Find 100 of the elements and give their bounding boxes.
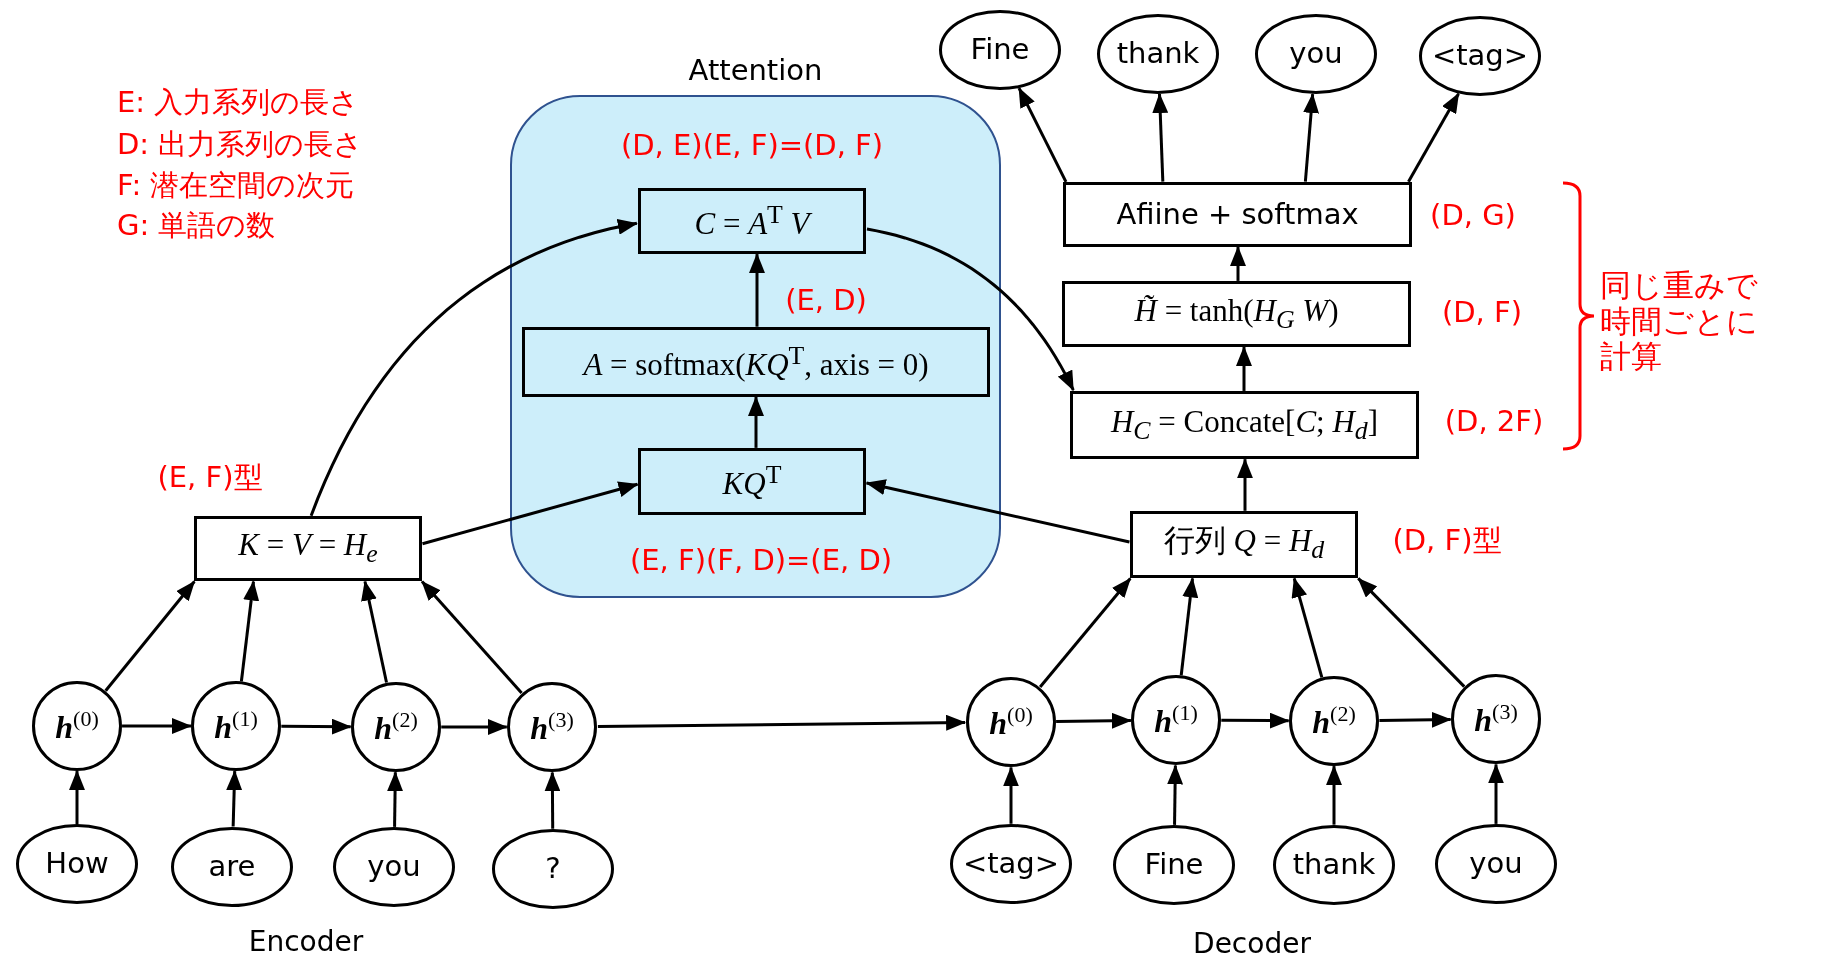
hidden-state-circle bbox=[32, 681, 122, 771]
word-label: How bbox=[45, 848, 109, 880]
state-label: h$^{(1)}$ bbox=[214, 707, 258, 745]
word-label: are bbox=[208, 851, 256, 883]
arrow bbox=[104, 580, 196, 692]
arrow bbox=[1291, 577, 1324, 678]
dimension-note: D: 出力系列の長さ bbox=[117, 128, 364, 162]
word-label: you bbox=[1289, 38, 1343, 70]
shape-annotation: (E, F)型 bbox=[157, 461, 263, 495]
hidden-state-circle bbox=[507, 682, 597, 772]
box-label: Afiine + softmax bbox=[1116, 198, 1359, 231]
arrow bbox=[597, 714, 967, 731]
box-label: H$_{C}$ = Concate[C; H$_{d}$] bbox=[1110, 404, 1379, 446]
word-ellipse bbox=[1273, 825, 1395, 905]
state-label: h$^{(3)}$ bbox=[530, 708, 574, 746]
word-ellipse bbox=[1435, 824, 1557, 904]
dimension-note: (E, F)(F, D)=(E, D) bbox=[629, 544, 893, 578]
word-ellipse bbox=[939, 10, 1061, 90]
word-label: thank bbox=[1292, 849, 1376, 881]
arrow bbox=[1056, 712, 1132, 729]
arrow bbox=[1179, 577, 1199, 676]
arrow bbox=[422, 481, 639, 546]
dimension-note: E: 入力系列の長さ bbox=[117, 86, 360, 120]
section-label: Encoder bbox=[248, 924, 364, 958]
word-label: <tag> bbox=[962, 848, 1060, 880]
arrow bbox=[281, 718, 352, 735]
formula-box bbox=[638, 448, 866, 515]
formula-box bbox=[1062, 281, 1411, 347]
hidden-state-circle bbox=[1451, 674, 1541, 764]
state-label: h$^{(0)}$ bbox=[989, 703, 1033, 741]
formula-box bbox=[638, 188, 866, 254]
state-label: h$^{(2)}$ bbox=[374, 708, 418, 746]
arrow bbox=[1221, 712, 1290, 729]
word-label: Fine bbox=[1144, 849, 1204, 881]
shape-annotation: (D, G) bbox=[1430, 199, 1516, 233]
hidden-state-circle bbox=[966, 677, 1056, 767]
arrow bbox=[420, 580, 523, 694]
hidden-state-circle bbox=[1289, 676, 1379, 766]
word-ellipse bbox=[1255, 14, 1377, 94]
word-label: you bbox=[1469, 848, 1523, 880]
word-ellipse bbox=[1097, 14, 1219, 94]
dimension-note: (D, E)(E, F)=(D, F) bbox=[620, 129, 884, 163]
panel-heading: Attention bbox=[687, 53, 824, 87]
box-label: A = softmax(KQ$^{T}$, axis = 0) bbox=[583, 341, 929, 383]
word-ellipse bbox=[171, 827, 293, 907]
arrow bbox=[1003, 766, 1019, 824]
arrow bbox=[1230, 246, 1246, 281]
word-ellipse bbox=[1419, 16, 1541, 96]
formula-box bbox=[1070, 391, 1419, 459]
arrow bbox=[239, 580, 260, 682]
arrow bbox=[1017, 87, 1068, 183]
arrow bbox=[1038, 577, 1132, 688]
arrow bbox=[361, 580, 388, 683]
arrow bbox=[1236, 346, 1252, 391]
dimension-note: G: 単語の数 bbox=[117, 209, 276, 243]
state-label: h$^{(1)}$ bbox=[1154, 701, 1198, 739]
shape-annotation: (D, 2F) bbox=[1444, 405, 1544, 439]
word-ellipse bbox=[950, 824, 1072, 904]
box-label: K = V = H$_{e}$ bbox=[238, 528, 378, 569]
arrow bbox=[1407, 92, 1460, 183]
arrow bbox=[226, 770, 243, 827]
word-ellipse bbox=[16, 824, 138, 904]
arrow bbox=[309, 218, 638, 517]
arrow bbox=[1167, 764, 1184, 825]
hidden-state-circle bbox=[191, 681, 281, 771]
word-label: you bbox=[367, 851, 421, 883]
arrow bbox=[1237, 458, 1253, 511]
arrow bbox=[441, 719, 508, 735]
box-label: 行列 Q = H$_{d}$ bbox=[1163, 524, 1325, 565]
arrow bbox=[544, 771, 561, 829]
word-ellipse bbox=[333, 827, 455, 907]
word-label: <tag> bbox=[1431, 40, 1529, 72]
word-ellipse bbox=[492, 829, 614, 909]
formula-box bbox=[194, 516, 422, 581]
arrow bbox=[866, 227, 1075, 392]
arrow bbox=[1303, 93, 1320, 182]
arrow bbox=[1488, 763, 1504, 824]
layer-box bbox=[1063, 182, 1412, 247]
dimension-note: (E, D) bbox=[785, 284, 867, 318]
shape-annotation: (D, F) bbox=[1441, 296, 1523, 330]
box-label: KQ$^{T}$ bbox=[722, 461, 782, 502]
hidden-state-circle bbox=[351, 682, 441, 772]
hidden-state-circle bbox=[1131, 675, 1221, 765]
formula-box bbox=[1130, 511, 1358, 578]
box-label: H̃ = tanh(H$_{G}$ W) bbox=[1134, 293, 1339, 335]
word-label: thank bbox=[1116, 38, 1200, 70]
state-label: h$^{(3)}$ bbox=[1474, 700, 1518, 738]
arrow bbox=[749, 253, 765, 327]
arrow bbox=[1152, 93, 1169, 182]
dimension-note: F: 潜在空間の次元 bbox=[117, 169, 355, 203]
word-ellipse bbox=[1113, 825, 1235, 905]
word-label: Fine bbox=[970, 34, 1030, 66]
dimension-note: 同じ重みで時間ごとに計算 bbox=[1600, 268, 1759, 375]
arrow bbox=[1379, 711, 1452, 728]
section-label: Decoder bbox=[1193, 926, 1311, 960]
arrow bbox=[122, 718, 192, 734]
shape-annotation: (D, F)型 bbox=[1392, 524, 1502, 558]
state-label: h$^{(0)}$ bbox=[55, 707, 99, 745]
arrow bbox=[1357, 577, 1466, 688]
arrow bbox=[69, 770, 85, 824]
